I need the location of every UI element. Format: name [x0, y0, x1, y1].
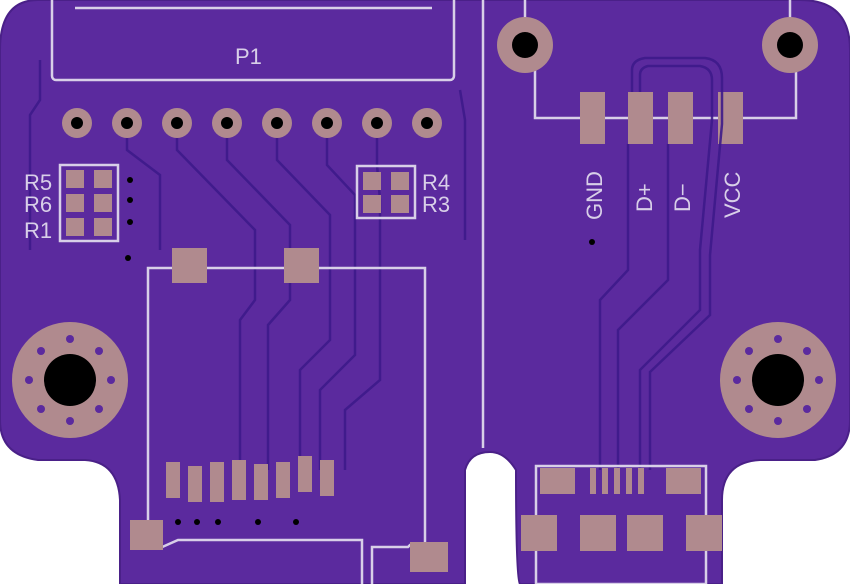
dplus-label: D+	[632, 183, 657, 212]
sd-card-slot	[130, 248, 448, 584]
vcc-label: VCC	[720, 171, 745, 218]
left-traces	[28, 60, 467, 470]
r1-label: R1	[24, 218, 52, 243]
p1-label: P1	[235, 44, 262, 69]
r4-label: R4	[422, 170, 450, 195]
resistor-array-right: R4 R3	[355, 164, 450, 220]
r3-label: R3	[422, 192, 450, 217]
header-pins	[62, 108, 442, 138]
usb-traces	[598, 56, 724, 470]
micro-usb-connector	[521, 464, 722, 584]
r6-label: R6	[24, 192, 52, 217]
mounting-hole-right	[720, 322, 836, 438]
resistor-array-left: R5 R6 R1	[24, 163, 133, 261]
mounting-hole-left	[12, 322, 128, 438]
dminus-label: D−	[670, 183, 695, 212]
r5-label: R5	[24, 170, 52, 195]
p1-connector: P1	[50, 0, 456, 82]
gnd-label: GND	[582, 171, 607, 220]
